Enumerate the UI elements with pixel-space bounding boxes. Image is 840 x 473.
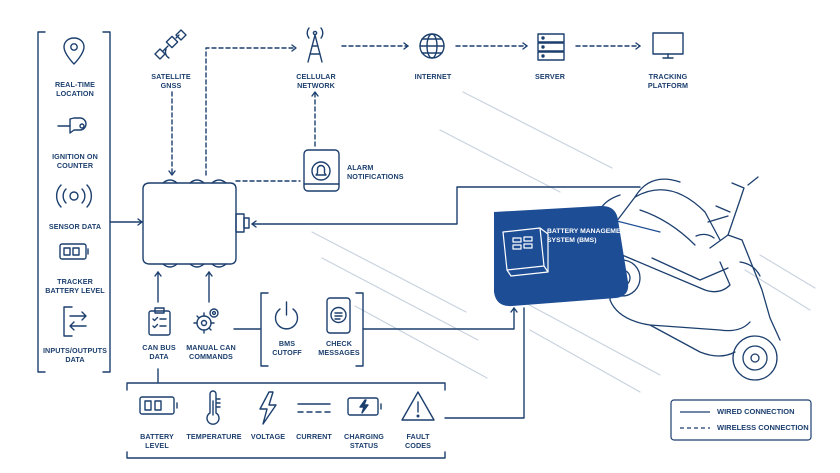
manual-can-line2: COMMANDS: [189, 352, 233, 361]
bms-card: [494, 205, 629, 307]
sensor-data-label: SENSOR DATA: [49, 222, 101, 231]
sensor-signal-icon: [55, 184, 93, 208]
cellular-line2: NETWORK: [297, 81, 335, 90]
platform-line2: PLATFORM: [647, 81, 689, 90]
bottom-panel-bracket: [126, 382, 446, 459]
bms-cutoff-line2: CUTOFF: [272, 348, 302, 357]
clipboard-icon: [148, 307, 171, 336]
bottom-item-1-line2: LEVEL: [145, 441, 169, 450]
cell-tower-icon: [306, 27, 324, 63]
left-item-2-line1: IGNITION ON: [52, 152, 98, 161]
can-bus-line1: CAN BUS: [142, 343, 176, 352]
thermometer-icon: [206, 390, 221, 425]
charging-battery-icon: [347, 397, 382, 416]
left-item-2-line2: COUNTER: [56, 161, 94, 170]
phone-bell-icon: [303, 149, 340, 192]
bottom-item-1-line1: BATTERY: [140, 432, 174, 441]
lightning-icon: [259, 391, 277, 425]
current-icon: [297, 403, 331, 413]
left-item-5-line1: INPUTS/OUTPUTS: [42, 346, 108, 355]
check-messages-line1: CHECK: [325, 339, 353, 348]
globe-icon: [419, 33, 445, 59]
left-item-4-line1: TRACKER: [57, 277, 93, 286]
road-lines: [311, 91, 816, 393]
phone-message-icon: [326, 297, 351, 334]
server-line1: SERVER: [534, 72, 566, 81]
left-item-3-line1: SENSOR DATA: [48, 222, 102, 231]
ignition-key-icon: [57, 117, 87, 134]
tracker-device: [142, 179, 250, 268]
left-item-4-line2: BATTERY LEVEL: [45, 286, 105, 295]
bms-line2: SYSTEM (BMS): [547, 236, 597, 244]
bottom-item-6-line2: CODES: [404, 441, 432, 450]
bottom-item-2-line1: TEMPERATURE: [186, 432, 242, 441]
wired-connection-label: WIRED CONNECTION: [717, 407, 795, 416]
manual-can-line1: MANUAL CAN: [186, 343, 236, 352]
power-icon: [274, 301, 299, 330]
server-icon: [537, 33, 565, 61]
check-messages-line2: MESSAGES: [318, 348, 360, 357]
platform-line1: TRACKING: [648, 72, 688, 81]
alarm-line2: NOTIFICATIONS: [347, 172, 404, 181]
server-label: SERVER: [535, 72, 565, 81]
wireless-connection-label: WIRELESS CONNECTION: [717, 423, 809, 432]
gears-icon: [193, 308, 219, 334]
bms-battery-icon: [502, 227, 549, 277]
warning-triangle-icon: [401, 391, 435, 421]
bottom-item-6-line1: FAULT: [406, 432, 430, 441]
monitor-icon: [652, 32, 684, 59]
scooter-to-tracker-line: [251, 186, 641, 225]
left-panel-bracket: [37, 31, 111, 373]
battery-level-icon: [139, 396, 178, 415]
tracker-to-cellular-line: [205, 47, 297, 176]
legend: [670, 399, 812, 441]
satellite-line2: GNSS: [160, 81, 182, 90]
left-item-5-line2: DATA: [65, 355, 85, 364]
left-item-1-line2: LOCATION: [56, 89, 94, 98]
bottom-panel-to-bms-line: [444, 307, 525, 419]
bottom-item-4-line1: CURRENT: [296, 432, 332, 441]
internet-label: INTERNET: [415, 72, 452, 81]
alarm-line1: ALARM: [347, 163, 374, 172]
tracker-battery-icon: [59, 243, 89, 260]
voltage-label: VOLTAGE: [251, 432, 285, 441]
bottom-item-5-line2: STATUS: [349, 441, 379, 450]
current-label: CURRENT: [296, 432, 332, 441]
internet-line1: INTERNET: [414, 72, 452, 81]
location-pin-icon: [63, 37, 85, 65]
left-connector-arrow: [137, 218, 143, 226]
bottom-item-3-line1: VOLTAGE: [250, 432, 286, 441]
bms-cutoff-line1: BMS: [278, 339, 296, 348]
bms-line1: BATTERY MANAGEMENT: [547, 228, 630, 235]
satellite-line1: SATELLITE: [151, 72, 191, 81]
cellular-line1: CELLULAR: [296, 72, 336, 81]
left-item-1-line1: REAL-TIME: [54, 80, 96, 89]
bms-commands-to-bms-line: [362, 307, 515, 330]
can-bus-line2: DATA: [149, 352, 169, 361]
bottom-item-5-line1: CHARGING: [344, 432, 384, 441]
satellite-icon: [154, 29, 187, 60]
input-output-icon: [63, 306, 87, 337]
temperature-label: TEMPERATURE: [186, 432, 241, 441]
